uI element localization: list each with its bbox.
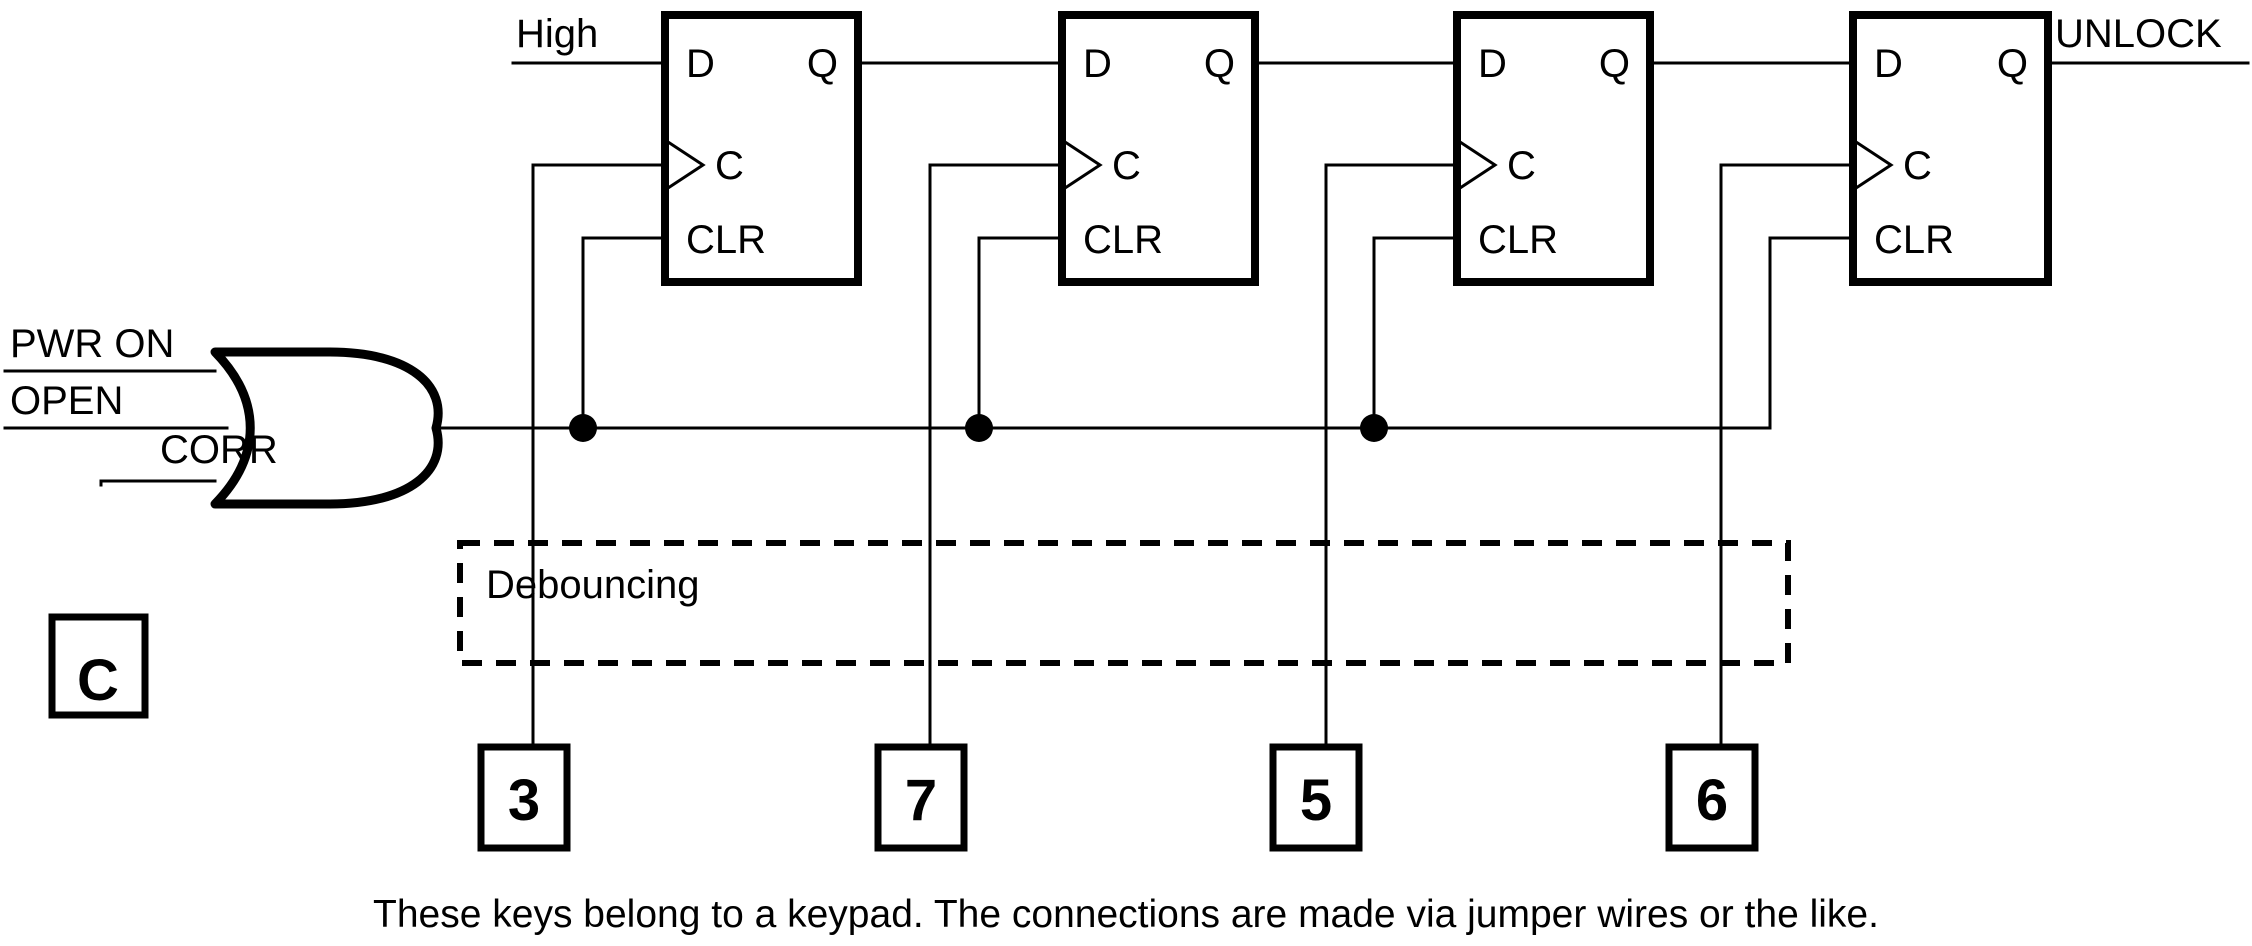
flipflop-1-clr-label: CLR xyxy=(686,218,766,262)
flipflop-3-clr-label: CLR xyxy=(1478,218,1558,262)
or-gate-body xyxy=(210,347,443,509)
wire-key6-clock-to-ff4 xyxy=(1719,163,1855,665)
wire-bus-to-ff2-clr xyxy=(977,236,1064,430)
keypad-key-6-label: 6 xyxy=(1696,768,1728,833)
clock-wedges xyxy=(664,138,1894,192)
flipflop-1-box xyxy=(661,11,862,286)
flipflop-2-clr-label: CLR xyxy=(1083,218,1163,262)
clock-wedge-3-icon xyxy=(1456,138,1498,192)
clock-wedge-1-icon xyxy=(664,138,706,192)
keypad-key-7-label: 7 xyxy=(905,768,937,833)
wire-key5-clock-to-ff3 xyxy=(1324,163,1459,665)
flipflop-2-d-label: D xyxy=(1083,42,1112,86)
debouncing-block-box xyxy=(457,540,1791,666)
clock-wedge-4-icon xyxy=(1852,138,1894,192)
caption-text: These keys belong to a keypad. The conne… xyxy=(373,893,1879,936)
junction-dot-stage1 xyxy=(569,414,597,442)
wire-network xyxy=(3,61,2250,749)
wire-corr-to-or xyxy=(99,479,217,486)
keypad-key-6-box[interactable] xyxy=(1665,743,1759,852)
label-corr: CORR xyxy=(160,428,278,472)
wire-key3-clock-to-ff1 xyxy=(531,163,667,665)
flipflop-4-box xyxy=(1849,11,2052,286)
flipflop-4-clr-label: CLR xyxy=(1874,218,1954,262)
flipflop-3-d-label: D xyxy=(1478,42,1507,86)
flipflop-3-q-label: Q xyxy=(1599,42,1630,86)
keypad-key-3-label: 3 xyxy=(508,768,540,833)
wire-key7-clock-to-ff2 xyxy=(928,163,1064,665)
junction-dots xyxy=(569,414,1388,442)
clear-key-box[interactable] xyxy=(48,613,149,719)
flipflop-2-box xyxy=(1058,11,1259,286)
flipflop-3-box xyxy=(1453,11,1654,286)
debouncing-label: Debouncing xyxy=(486,563,700,607)
flipflop-3-clk-label: C xyxy=(1507,144,1536,188)
label-unlock: UNLOCK xyxy=(2055,12,2222,56)
label-open: OPEN xyxy=(10,379,123,423)
keypad-key-7-box[interactable] xyxy=(874,743,968,852)
keypad-key-5-label: 5 xyxy=(1300,768,1332,833)
flipflop-2-clk-label: C xyxy=(1112,144,1141,188)
keypad-key-5-box[interactable] xyxy=(1269,743,1363,852)
flipflop-boxes xyxy=(661,11,2052,286)
label-high: High xyxy=(516,12,598,56)
label-pwr-on: PWR ON xyxy=(10,322,174,366)
flipflop-1-d-label: D xyxy=(686,42,715,86)
clock-wedge-2-icon xyxy=(1061,138,1103,192)
flipflop-4-clk-label: C xyxy=(1903,144,1932,188)
wire-bus-to-ff4-clr xyxy=(1768,236,1855,430)
flipflop-4-q-label: Q xyxy=(1997,42,2028,86)
keypad-key-3-box[interactable] xyxy=(477,743,571,852)
flipflop-4-d-label: D xyxy=(1874,42,1903,86)
keypad-key-boxes xyxy=(477,743,1759,852)
wire-bus-to-ff3-clr xyxy=(1372,236,1459,430)
or-gate xyxy=(210,347,443,509)
junction-dot-stage2 xyxy=(965,414,993,442)
wire-bus-to-ff1-clr xyxy=(581,236,667,430)
flipflop-1-q-label: Q xyxy=(807,42,838,86)
junction-dot-stage3 xyxy=(1360,414,1388,442)
clear-key-label: C xyxy=(77,648,119,713)
flipflop-1-clk-label: C xyxy=(715,144,744,188)
flipflop-2-q-label: Q xyxy=(1204,42,1235,86)
